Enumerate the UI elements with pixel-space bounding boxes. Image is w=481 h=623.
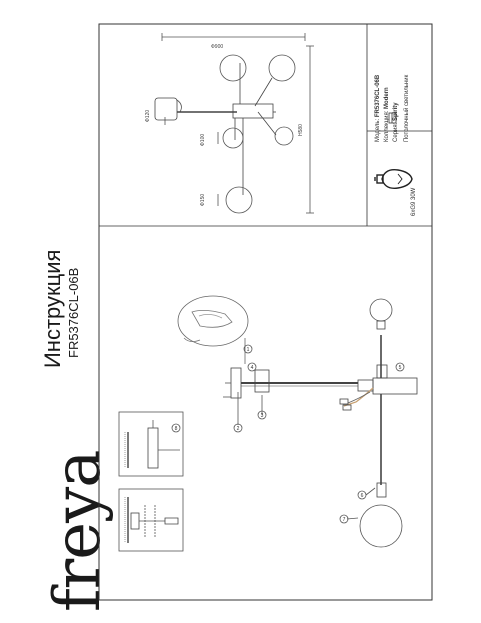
globe-shade	[268, 54, 296, 82]
callout-number: 8	[175, 426, 178, 432]
central-body	[372, 377, 418, 395]
globe-shade	[219, 54, 247, 82]
series-icon	[388, 112, 397, 124]
callout-marker	[247, 362, 257, 372]
callout-marker	[257, 410, 267, 420]
callout-number: 6	[361, 493, 364, 499]
callout-number: 2	[237, 426, 240, 432]
callout-number: 5	[399, 365, 402, 371]
callout-marker	[395, 362, 405, 372]
callout-marker	[171, 423, 181, 433]
dimension-drawing	[154, 33, 314, 214]
dim-width: Ф900	[211, 44, 224, 50]
inset-box-top	[118, 411, 184, 477]
callout-number: 1	[247, 347, 250, 353]
globe-shade	[274, 126, 294, 146]
canopy-plate	[254, 369, 270, 393]
callout-marker	[339, 514, 349, 524]
globe-shade	[369, 298, 393, 322]
bulb-icon	[374, 169, 413, 189]
callout-marker	[357, 490, 367, 500]
body-block	[232, 103, 274, 119]
page-frame	[98, 23, 433, 601]
canopy-side	[154, 97, 178, 121]
callout-number: 3	[261, 413, 264, 419]
globe-shade	[222, 127, 244, 149]
globe-shade-large	[359, 504, 403, 548]
callout-marker	[233, 423, 243, 433]
inset-box-bottom	[118, 488, 184, 552]
assembly-drawing	[118, 295, 418, 552]
callout-number: 7	[343, 517, 346, 523]
ceiling-bracket	[230, 367, 242, 399]
callout-marker	[243, 344, 253, 354]
globe-shade	[225, 186, 253, 214]
callout-number: 4	[251, 365, 254, 371]
